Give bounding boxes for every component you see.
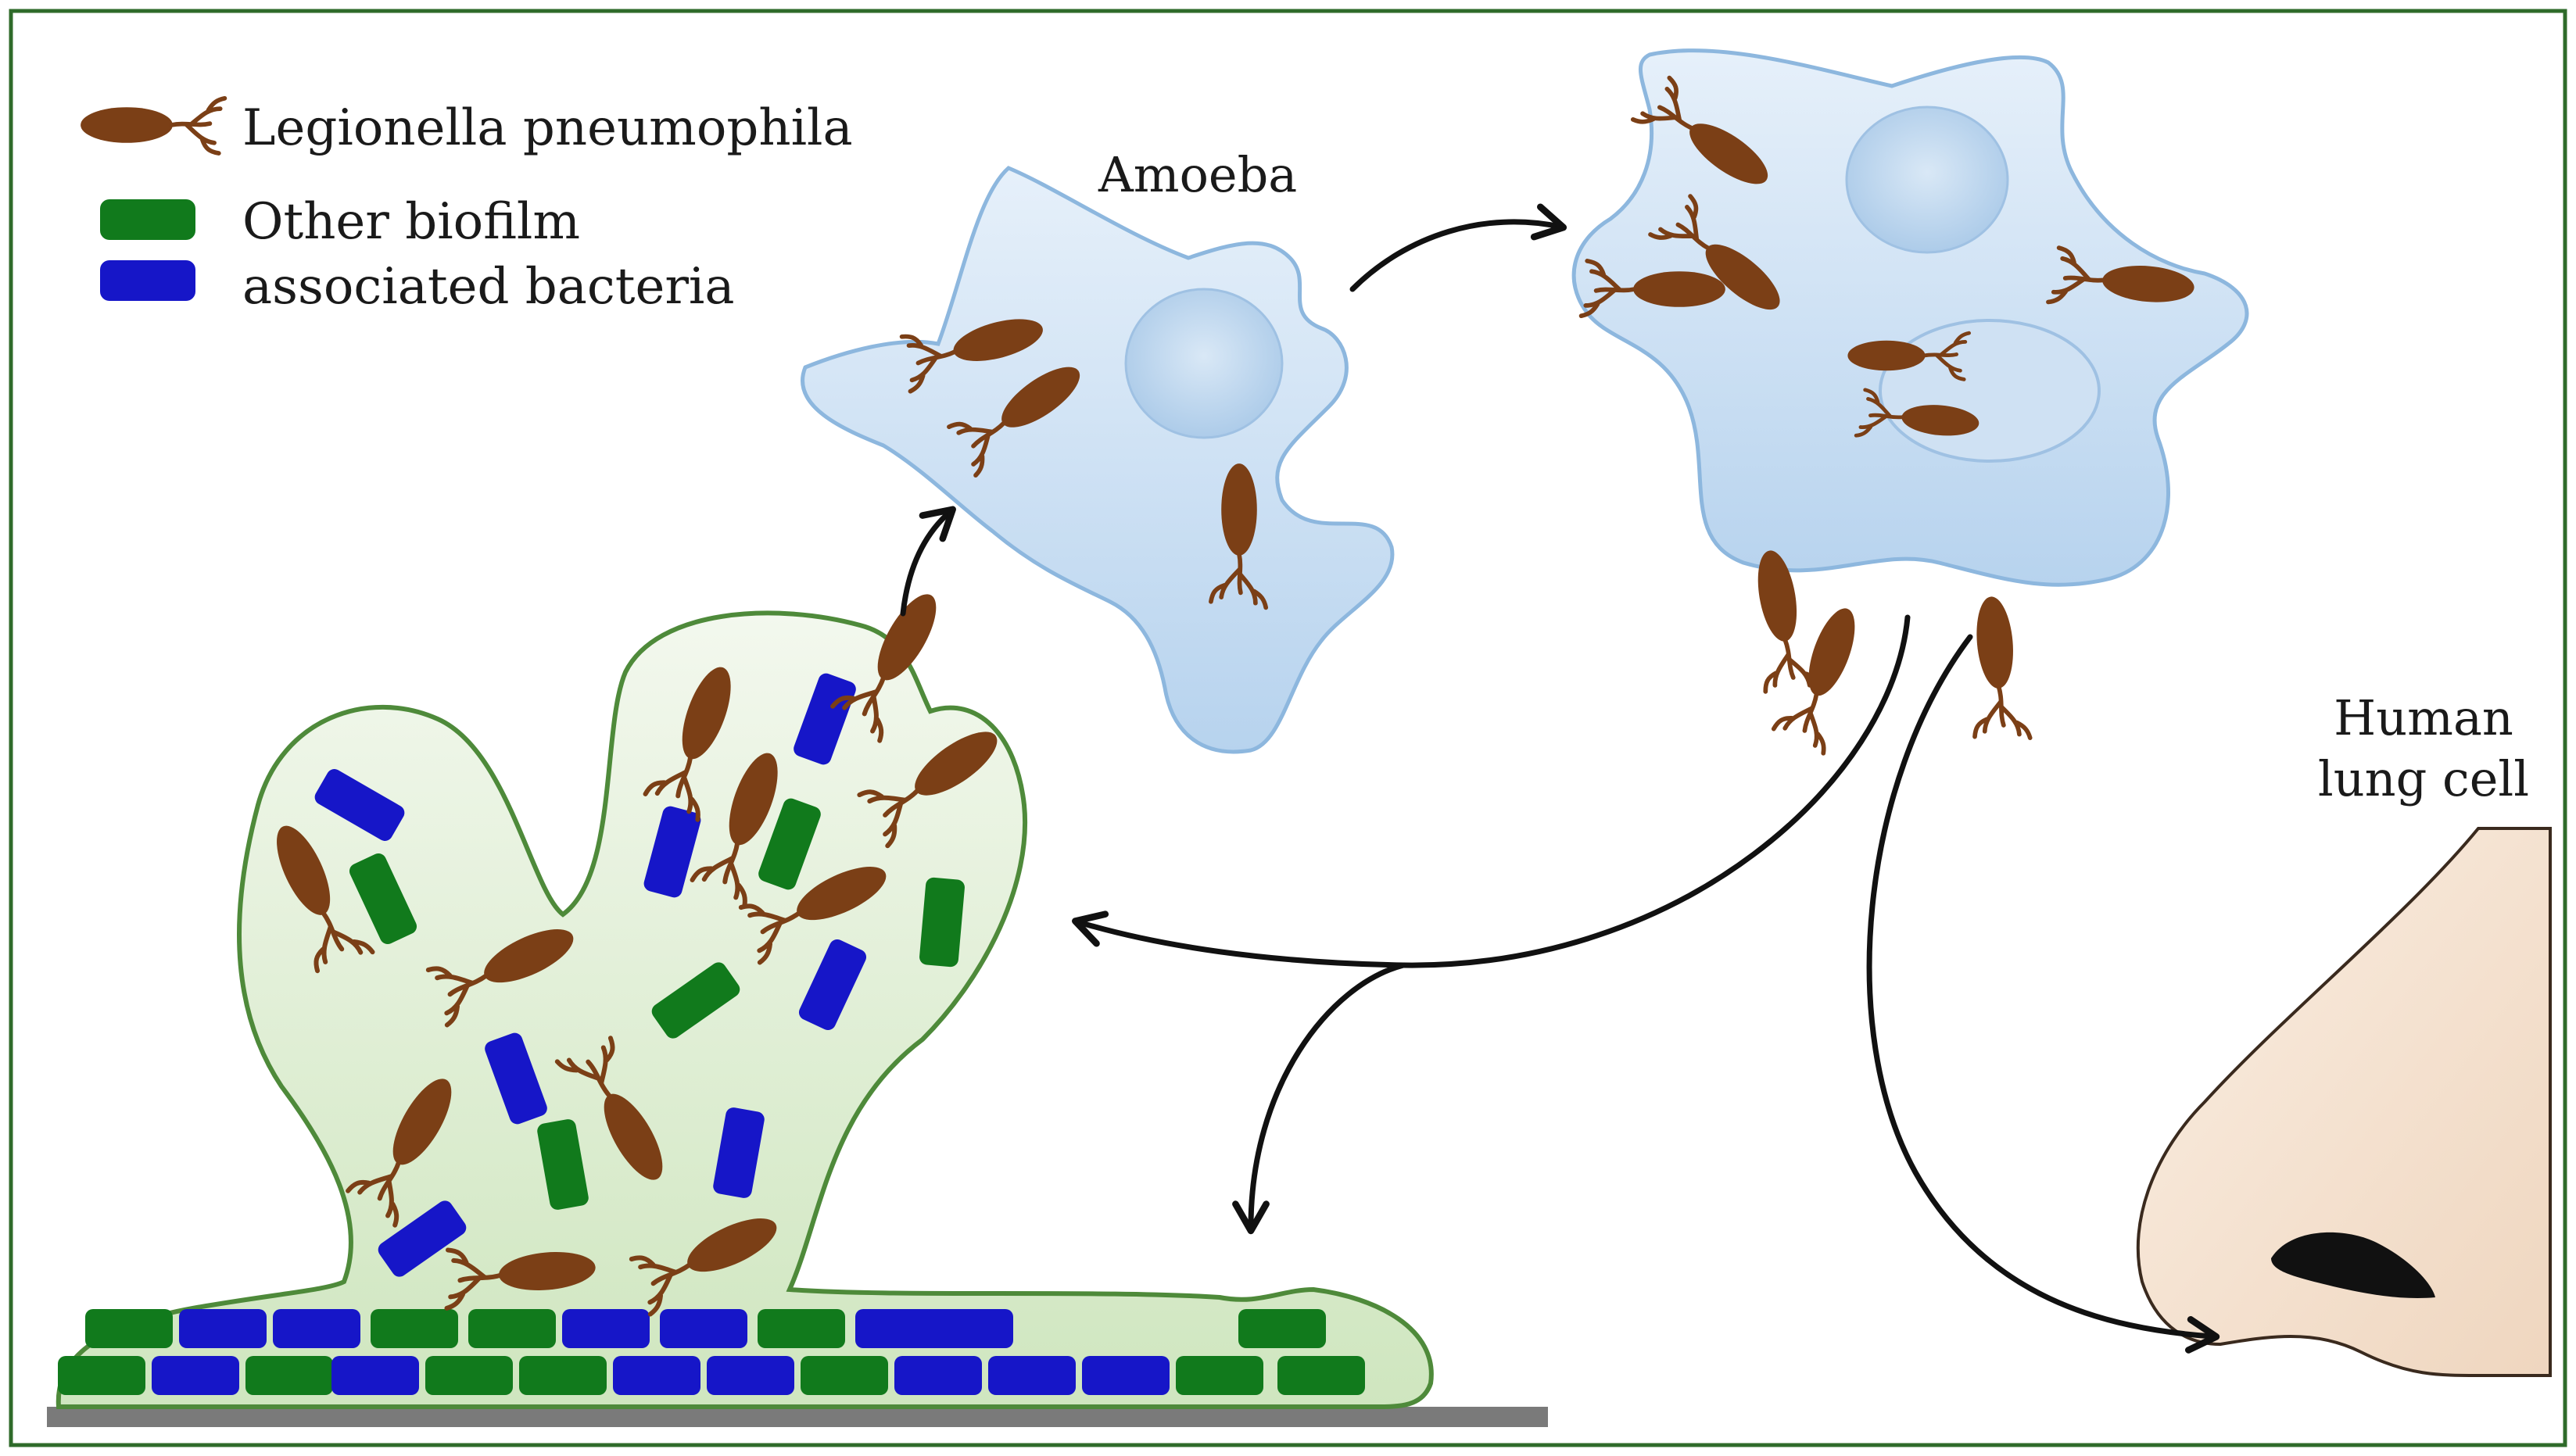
biofilm-green-bacterium xyxy=(919,877,965,968)
biofilm-blue-bacterium xyxy=(378,1200,467,1277)
legionella-legend-icon xyxy=(81,95,228,156)
biofilm-blue-bacterium xyxy=(926,1309,1013,1348)
legionella-bacterium xyxy=(857,732,998,849)
legionella-bacterium xyxy=(629,1218,777,1317)
biofilm-green-bacterium xyxy=(758,1309,845,1348)
arrow-release-to-biofilm xyxy=(1072,614,1911,968)
biofilm-green-bacterium xyxy=(537,1119,589,1210)
biofilm-green-bacterium xyxy=(425,1356,513,1395)
legionella-bacterium xyxy=(1847,331,1972,381)
biofilm-blue-bacterium xyxy=(794,673,856,765)
legionella-bacterium xyxy=(2046,245,2194,305)
nostril xyxy=(2271,1232,2435,1298)
legionella-bacterium xyxy=(277,825,375,974)
biofilm-legionella-group xyxy=(277,594,998,1317)
biofilm-blue-bacterium xyxy=(331,1356,419,1395)
legionella-bacterium xyxy=(1972,596,2033,740)
biofilm-green-bacterium xyxy=(349,853,417,945)
biofilm-green-bacterium xyxy=(1238,1309,1326,1348)
released-legionella-group xyxy=(1757,550,2033,756)
other-bacteria-green-swatch xyxy=(100,199,195,240)
lifecycle-arrows xyxy=(900,203,2220,1354)
biofilm-blue-bacterium xyxy=(988,1356,1076,1395)
infected-amoeba-nucleus xyxy=(1845,106,2009,254)
biofilm-blue-bacterium xyxy=(643,806,701,898)
legionella-bacterium xyxy=(346,1079,452,1228)
legionella-bacterium xyxy=(1854,388,1979,438)
biofilm-green-bacterium xyxy=(85,1309,173,1348)
legend: Legionella pneumophila Other biofilm ass… xyxy=(81,95,853,316)
biofilm-blue-bacterium xyxy=(713,1107,765,1198)
arrow-release-to-human xyxy=(1866,634,2220,1354)
biofilm-blue-bacterium xyxy=(152,1356,239,1395)
legionella-bacterium xyxy=(899,319,1043,394)
biofilm-green-bacterium xyxy=(1277,1356,1365,1395)
biofilm-green-bacterium xyxy=(651,962,740,1039)
legionella-legend-icon xyxy=(81,95,228,156)
biofilm-green-bacterium xyxy=(468,1309,556,1348)
infected-amoeba-legionella-group xyxy=(1578,75,2194,438)
amoeba-cell xyxy=(801,166,1395,754)
biofilm-base-layer xyxy=(58,1309,1365,1395)
legionella-bacterium xyxy=(444,1247,596,1311)
biofilm-green-bacterium xyxy=(801,1356,888,1395)
biofilm-blue-bacterium xyxy=(273,1309,360,1348)
human-nose xyxy=(2136,827,2552,1377)
amoeba-label: Amoeba xyxy=(1098,146,1297,203)
human-label-line2: lung cell xyxy=(2318,750,2529,807)
biofilm-blue-bacterium xyxy=(314,769,405,841)
biofilm-blue-bacterium xyxy=(855,1309,943,1348)
arrow-release-to-water xyxy=(1232,962,1406,1235)
substrate-surface xyxy=(47,1407,1548,1427)
biofilm xyxy=(56,594,1434,1409)
other-bacteria-label-line2: associated bacteria xyxy=(242,258,735,316)
biofilm-green-bacterium xyxy=(371,1309,458,1348)
biofilm-blue-bacterium xyxy=(485,1032,547,1125)
legionella-bacterium xyxy=(1771,608,1855,756)
legionella-bacterium xyxy=(738,867,887,965)
biofilm-blue-bacterium xyxy=(562,1309,650,1348)
arrow-amoeba-to-infected xyxy=(1349,203,1567,292)
other-bacteria-blue-swatch xyxy=(100,260,195,301)
biofilm-blue-bacterium xyxy=(1082,1356,1170,1395)
biofilm-blue-bacterium xyxy=(179,1309,267,1348)
legionella-bacterium xyxy=(1648,194,1780,310)
legionella-bacterium xyxy=(830,594,937,743)
legionella-bacterium xyxy=(1578,259,1725,319)
amoeba-legionella-group xyxy=(899,319,1269,610)
biofilm-green-bacterium xyxy=(519,1356,607,1395)
biofilm-blue-bacterium xyxy=(613,1356,700,1395)
biofilm-blue-bacterium xyxy=(707,1356,794,1395)
biofilm-blue-bacterium xyxy=(894,1356,982,1395)
infected-amoeba-body xyxy=(1571,48,2249,587)
biofilm-green-bacterium xyxy=(58,1356,145,1395)
biofilm-embedded-bacteria xyxy=(314,673,965,1277)
legionella-bacterium xyxy=(1209,463,1269,610)
legionella-bacterium xyxy=(425,929,574,1028)
legionella-legend-label: Legionella pneumophila xyxy=(242,99,853,157)
biofilm-blue-bacterium xyxy=(660,1309,747,1348)
biofilm-green-bacterium xyxy=(245,1356,333,1395)
legionella-bacterium xyxy=(643,667,731,822)
legionella-bacterium xyxy=(1630,75,1768,184)
other-bacteria-label-line1: Other biofilm xyxy=(242,193,580,251)
legionella-bacterium xyxy=(554,1036,663,1180)
infected-amoeba-cell xyxy=(1571,48,2249,587)
biofilm-green-bacterium xyxy=(758,798,821,890)
nose-shape xyxy=(2136,827,2552,1377)
human-label-line1: Human xyxy=(2334,689,2513,746)
legionella-bacterium xyxy=(690,753,778,908)
amoeba-nucleus xyxy=(1124,288,1284,439)
biofilm-green-bacterium xyxy=(1176,1356,1263,1395)
replication-vacuole xyxy=(1879,319,2101,463)
legionella-bacterium xyxy=(947,367,1080,478)
arrow-biofilm-to-amoeba xyxy=(900,506,956,617)
biofilm-blue-bacterium xyxy=(798,939,867,1031)
